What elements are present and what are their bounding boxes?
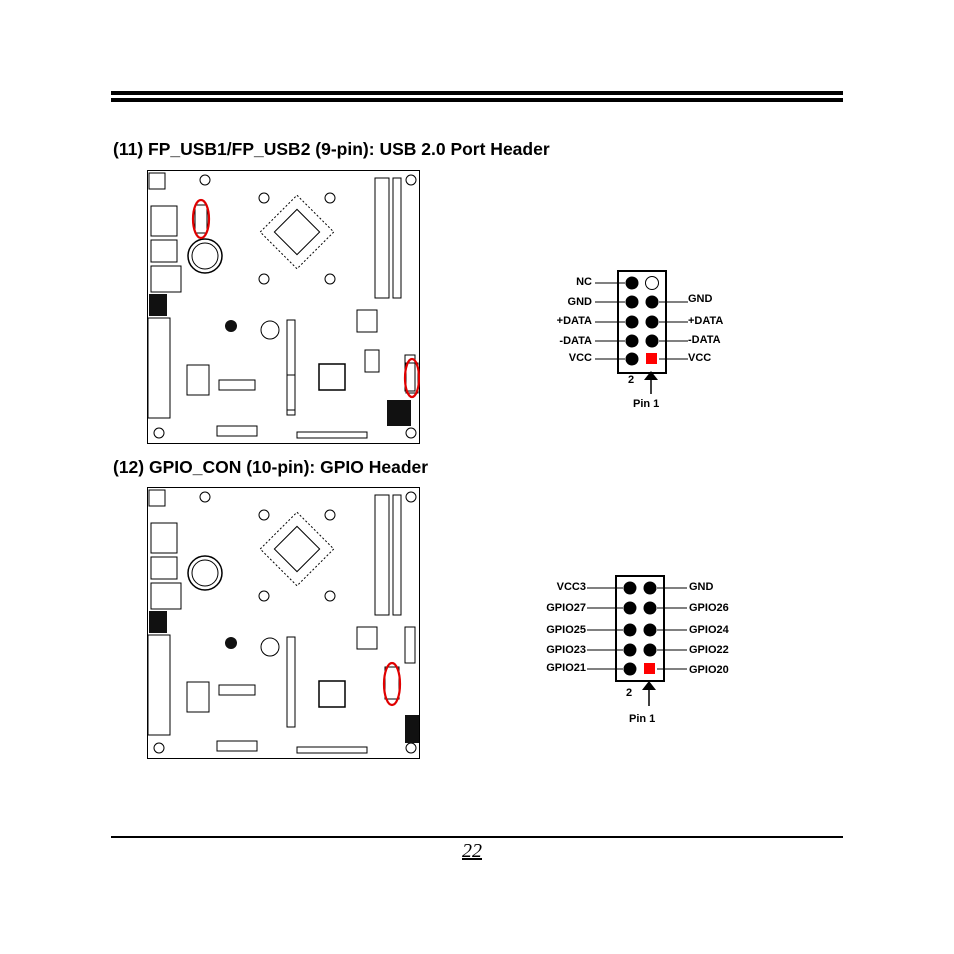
pin-label-nc: NC xyxy=(576,276,592,288)
top-rule-second xyxy=(111,98,843,102)
section-11-heading: (11) FP_USB1/FP_USB2 (9-pin): USB 2.0 Po… xyxy=(113,139,550,159)
pin-label-gpio27: GPIO27 xyxy=(546,602,586,614)
pin-label-gpio24: GPIO24 xyxy=(689,624,729,636)
pin-1-label: Pin 1 xyxy=(633,398,660,410)
pin-label-vcc-left: VCC xyxy=(568,352,592,364)
gpio-header-pin-diagram: VCC3 GPIO27 GPIO25 GPIO23 GPIO21 GND GPI… xyxy=(541,575,761,735)
section-12-heading: (12) GPIO_CON (10-pin): GPIO Header xyxy=(113,457,429,477)
pin-label-gpio26: GPIO26 xyxy=(689,602,729,614)
pin-label-gnd-right: GND xyxy=(688,293,713,305)
top-rule xyxy=(111,91,843,95)
pin-label-gpio23: GPIO23 xyxy=(546,644,586,656)
pin-1-label: Pin 1 xyxy=(629,713,656,725)
pin-label-gpio25: GPIO25 xyxy=(546,624,586,636)
pin-label-data-plus-right: +DATA xyxy=(688,315,724,327)
pin-label-data-plus-left: +DATA xyxy=(556,315,592,327)
page-number: 22 xyxy=(462,840,482,862)
motherboard-diagram-usb xyxy=(147,170,420,444)
pin-2-label: 2 xyxy=(628,374,635,386)
pin-label-vcc3: VCC3 xyxy=(556,581,586,593)
pin-label-data-minus-right: -DATA xyxy=(688,334,721,346)
motherboard-diagram-gpio xyxy=(147,487,420,759)
pin-2-label: 2 xyxy=(626,687,633,699)
pin-label-gnd: GND xyxy=(689,581,714,593)
pin-label-data-minus-left: -DATA xyxy=(559,335,592,347)
usb-header-pin-diagram: NC GND +DATA -DATA VCC GND +DATA -DATA V… xyxy=(555,270,755,420)
bottom-rule xyxy=(111,836,843,838)
pin-label-gpio21: GPIO21 xyxy=(546,662,586,674)
pin-label-gpio20: GPIO20 xyxy=(689,664,729,676)
pin-label-gnd-left: GND xyxy=(567,296,592,308)
pin-label-vcc-right: VCC xyxy=(688,352,712,364)
pin-label-gpio22: GPIO22 xyxy=(689,644,729,656)
